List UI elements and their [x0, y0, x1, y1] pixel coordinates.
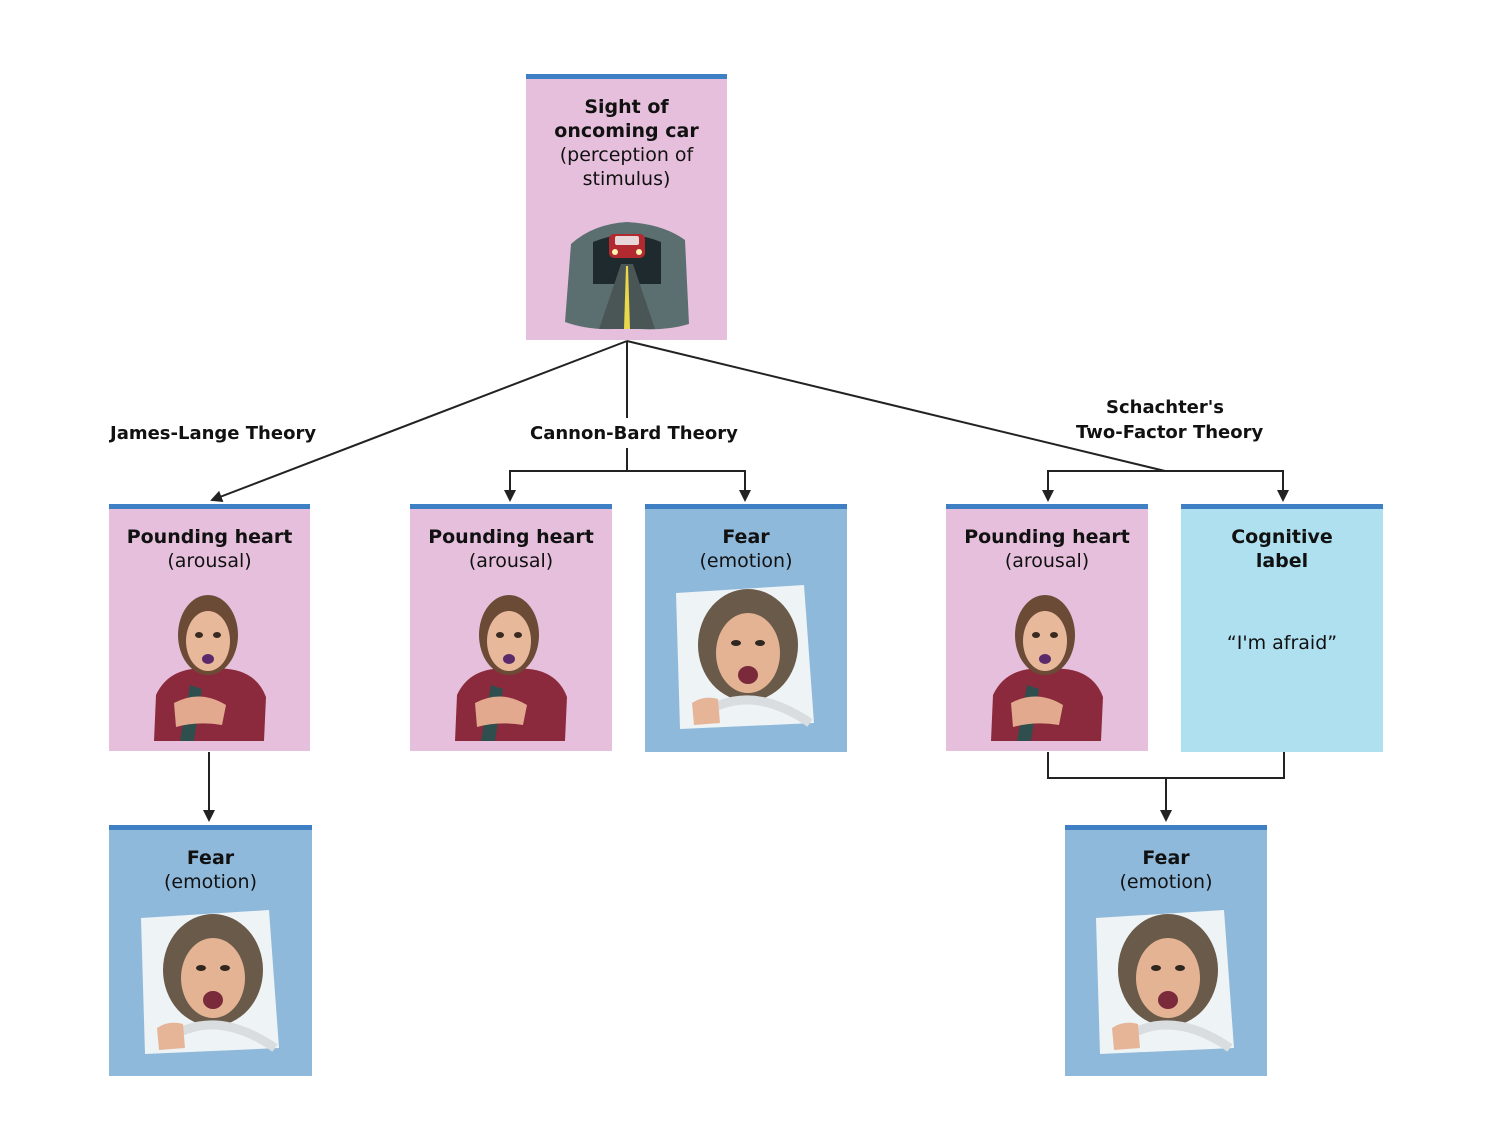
fear-title: Fear — [186, 847, 235, 869]
line-stimulus-to-schachter — [626, 340, 1166, 472]
fear-title: Fear — [1142, 847, 1190, 869]
schachter-label-line2: Two-Factor Theory — [1076, 422, 1264, 443]
cognitive-label-box: Cognitive label “I'm afraid” — [1181, 504, 1383, 752]
schachter-label-line1: Schachter's — [1106, 397, 1224, 418]
car-on-road-illustration — [564, 222, 689, 330]
fear-subtitle: (emotion) — [163, 871, 258, 893]
screaming-woman-driving-illustration — [1096, 910, 1234, 1054]
cannon-bard-arousal-box: Pounding heart (arousal) — [410, 504, 612, 751]
cognitive-title: Cognitive label — [1231, 526, 1333, 572]
james-lange-fear-box: Fear (emotion) — [109, 825, 312, 1076]
arousal-title: Pounding heart — [964, 526, 1130, 548]
schachter-split-left — [1042, 470, 1165, 502]
schachter-fear-box: Fear (emotion) — [1065, 825, 1267, 1076]
stimulus-box: Sight of oncoming car (perception of sti… — [526, 74, 727, 340]
arousal-title: Pounding heart — [428, 526, 594, 548]
cannon-bard-theory-label: Cannon-Bard Theory — [530, 423, 738, 444]
woman-hand-on-chest-illustration — [991, 595, 1103, 741]
woman-hand-on-chest-illustration — [455, 595, 567, 741]
cognitive-quote: “I'm afraid” — [1226, 632, 1338, 654]
woman-hand-on-chest-illustration — [153, 595, 266, 741]
james-lange-arousal-box: Pounding heart (arousal) — [109, 504, 310, 751]
screaming-woman-driving-illustration — [676, 585, 814, 729]
schachter-theory-label: Schachter's Two-Factor Theory — [1076, 395, 1264, 445]
arousal-subtitle: (arousal) — [167, 550, 252, 572]
schachter-split-right — [1165, 470, 1289, 502]
fear-subtitle: (emotion) — [1119, 871, 1213, 893]
stimulus-title: Sight of oncoming car — [554, 96, 699, 142]
arrow-stimulus-to-james-lange — [210, 340, 628, 503]
stimulus-subtitle: (perception of stimulus) — [559, 144, 694, 190]
cannon-bard-split-right — [627, 470, 751, 502]
screaming-woman-driving-illustration — [140, 910, 279, 1054]
james-lange-theory-label: James-Lange Theory — [110, 423, 317, 444]
fear-title: Fear — [722, 526, 770, 548]
cannon-bard-split — [504, 448, 628, 502]
arousal-subtitle: (arousal) — [1004, 550, 1090, 572]
fear-subtitle: (emotion) — [699, 550, 793, 572]
arousal-title: Pounding heart — [126, 526, 293, 548]
schachter-merge-line — [1047, 752, 1285, 779]
schachter-arousal-box: Pounding heart (arousal) — [946, 504, 1148, 751]
arousal-subtitle: (arousal) — [468, 550, 554, 572]
cannon-bard-fear-box: Fear (emotion) — [645, 504, 847, 752]
